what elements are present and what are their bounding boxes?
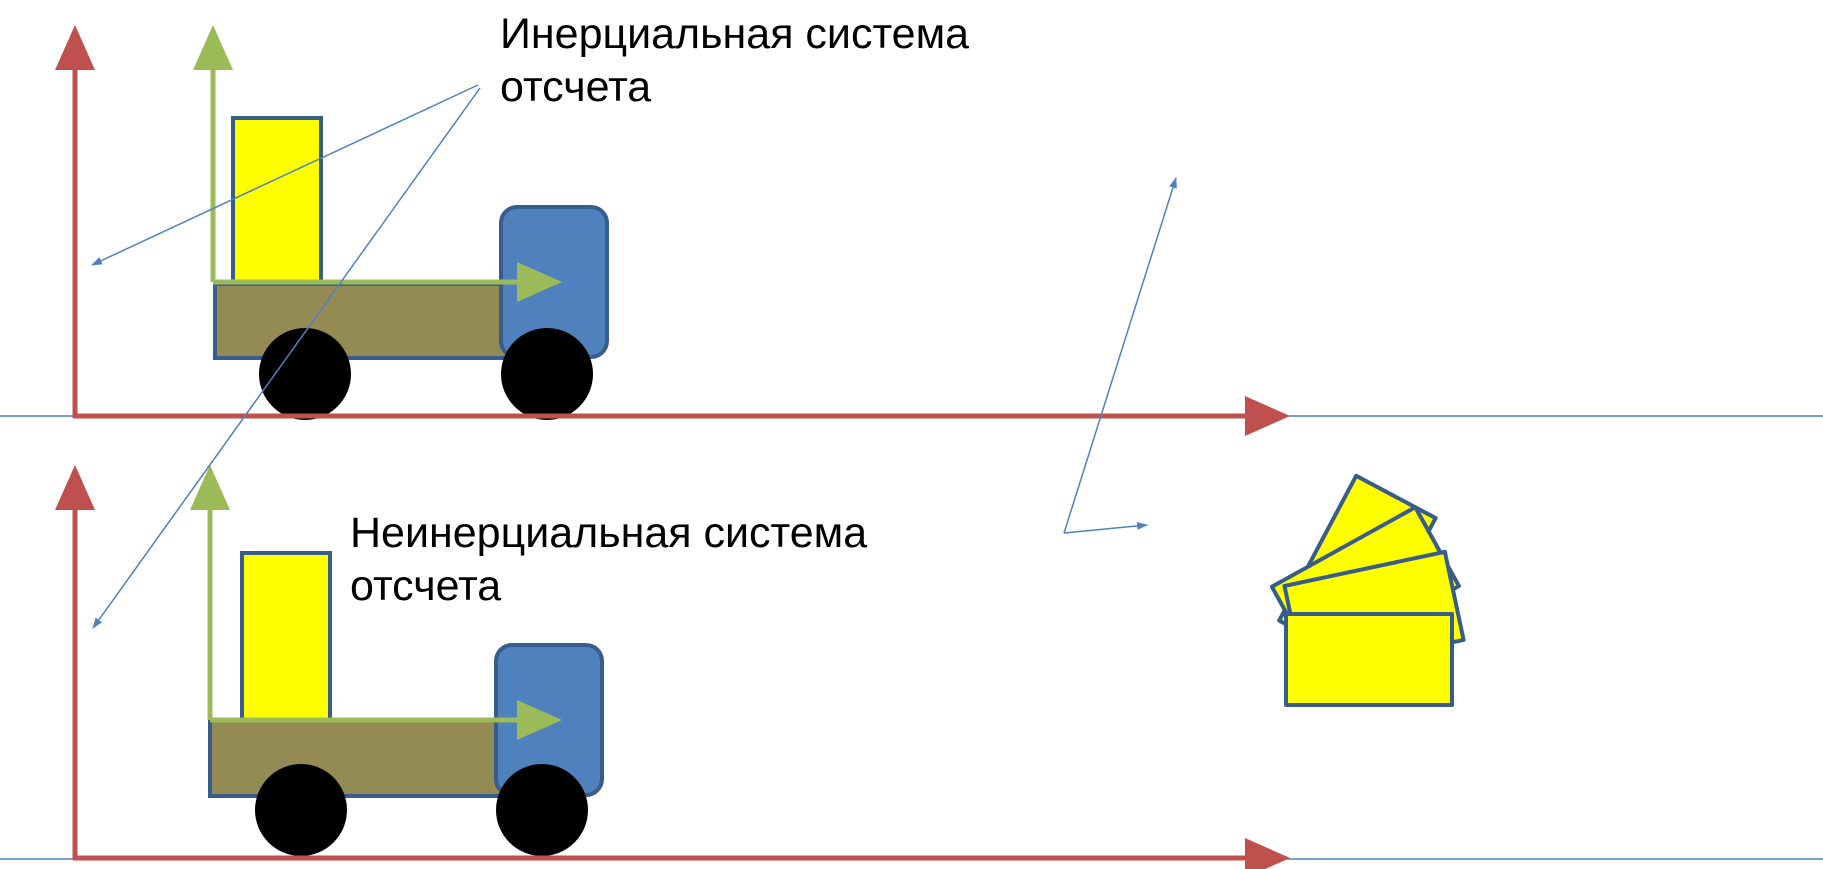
cart-platform-top (213, 282, 517, 360)
pointer-line-to-bottom-axis (92, 87, 481, 629)
inertial-label-line-2: отсчета (500, 63, 652, 111)
cargo-box-bottom (240, 551, 332, 722)
wheel-rear-bottom (255, 764, 347, 856)
inertial-frame-label: Инерциальная система отсчета (500, 8, 969, 114)
pointer-line-to-top-axis (91, 84, 479, 266)
wheel-rear-top (259, 328, 351, 420)
zigzag-arrow-short (1063, 521, 1148, 534)
cart-platform-bottom (208, 718, 512, 798)
wheel-front-top (501, 328, 593, 420)
cargo-box-top (231, 116, 323, 286)
noninertial-frame-label: Неинерциальная система отсчета (350, 507, 867, 613)
fanned-cards (1269, 473, 1466, 707)
inertial-label-line-1: Инерциальная система (500, 10, 970, 58)
wheel-front-bottom (496, 764, 588, 856)
noninertial-label-line-1: Неинерциальная система (350, 509, 868, 557)
fan-card-4 (1284, 612, 1454, 707)
zigzag-arrow-line (1063, 177, 1177, 534)
noninertial-label-line-2: отсчета (350, 562, 502, 610)
